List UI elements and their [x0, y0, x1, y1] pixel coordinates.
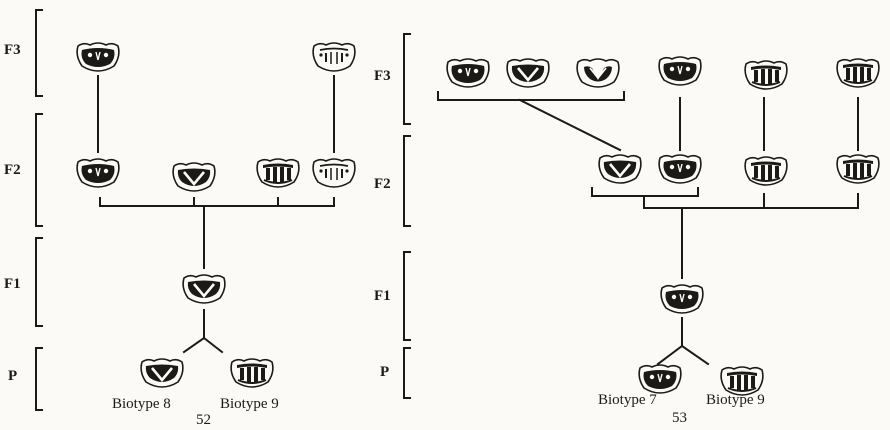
beetle-p-2-fig53-icon: [718, 364, 766, 398]
bracket-f3-fig52: [35, 9, 43, 97]
beetle-f2-2-fig52-icon: [170, 160, 218, 194]
beetle-f2-1-fig53-icon: [596, 152, 644, 186]
beetle-p-2-fig52-icon: [228, 356, 276, 390]
gen-label-f1-fig53: F1: [374, 288, 391, 304]
bracket-p-fig53: [403, 347, 411, 399]
beetle-f3-1-fig53-icon: [444, 56, 492, 90]
beetle-f3-2-fig53-icon: [504, 56, 552, 90]
beetle-f2-3-fig53-icon: [742, 154, 790, 188]
gen-label-f2-fig53: F2: [374, 176, 391, 192]
beetle-f2-1-fig52-icon: [74, 156, 122, 190]
beetle-f2-4-fig53-icon: [834, 152, 882, 186]
gen-label-f3-fig52: F3: [4, 42, 21, 58]
parent-caption-2-fig53: Biotype 9: [706, 392, 765, 408]
beetle-f3-4-fig53-icon: [656, 54, 704, 88]
beetle-f3-6-fig53-icon: [834, 56, 882, 90]
beetle-f2-4-fig52-icon: [310, 156, 358, 190]
beetle-f3-1-fig52-icon: [74, 40, 122, 74]
parent-caption-2-fig52: Biotype 9: [220, 396, 279, 412]
parent-caption-1-fig53: Biotype 7: [598, 392, 657, 408]
parent-caption-1-fig52: Biotype 8: [112, 396, 171, 412]
bracket-f1-fig52: [35, 237, 43, 327]
beetle-f1-1-fig53-icon: [658, 282, 706, 316]
beetle-p-1-fig52-icon: [138, 356, 186, 390]
gen-label-f1-fig52: F1: [4, 276, 21, 292]
figure-number-52: 52: [196, 412, 211, 428]
gen-label-p-fig53: P: [380, 364, 390, 380]
gen-label-p-fig52: P: [8, 368, 18, 384]
beetle-f3-2-fig52-icon: [310, 40, 358, 74]
bracket-p-fig52: [35, 347, 43, 411]
beetle-f2-3-fig52-icon: [254, 156, 302, 190]
beetle-f3-3-fig53-icon: [574, 56, 622, 90]
beetle-p-1-fig53-icon: [636, 362, 684, 396]
bracket-f1-fig53: [403, 251, 411, 341]
bracket-f2-fig53: [403, 135, 411, 227]
gen-label-f2-fig52: F2: [4, 162, 21, 178]
beetle-f3-5-fig53-icon: [742, 58, 790, 92]
bracket-f2-fig52: [35, 113, 43, 227]
bracket-f3-fig53: [403, 33, 411, 125]
figure-number-53: 53: [672, 410, 687, 426]
beetle-f1-1-fig52-icon: [180, 272, 228, 306]
gen-label-f3-fig53: F3: [374, 68, 391, 84]
beetle-f2-2-fig53-icon: [656, 152, 704, 186]
